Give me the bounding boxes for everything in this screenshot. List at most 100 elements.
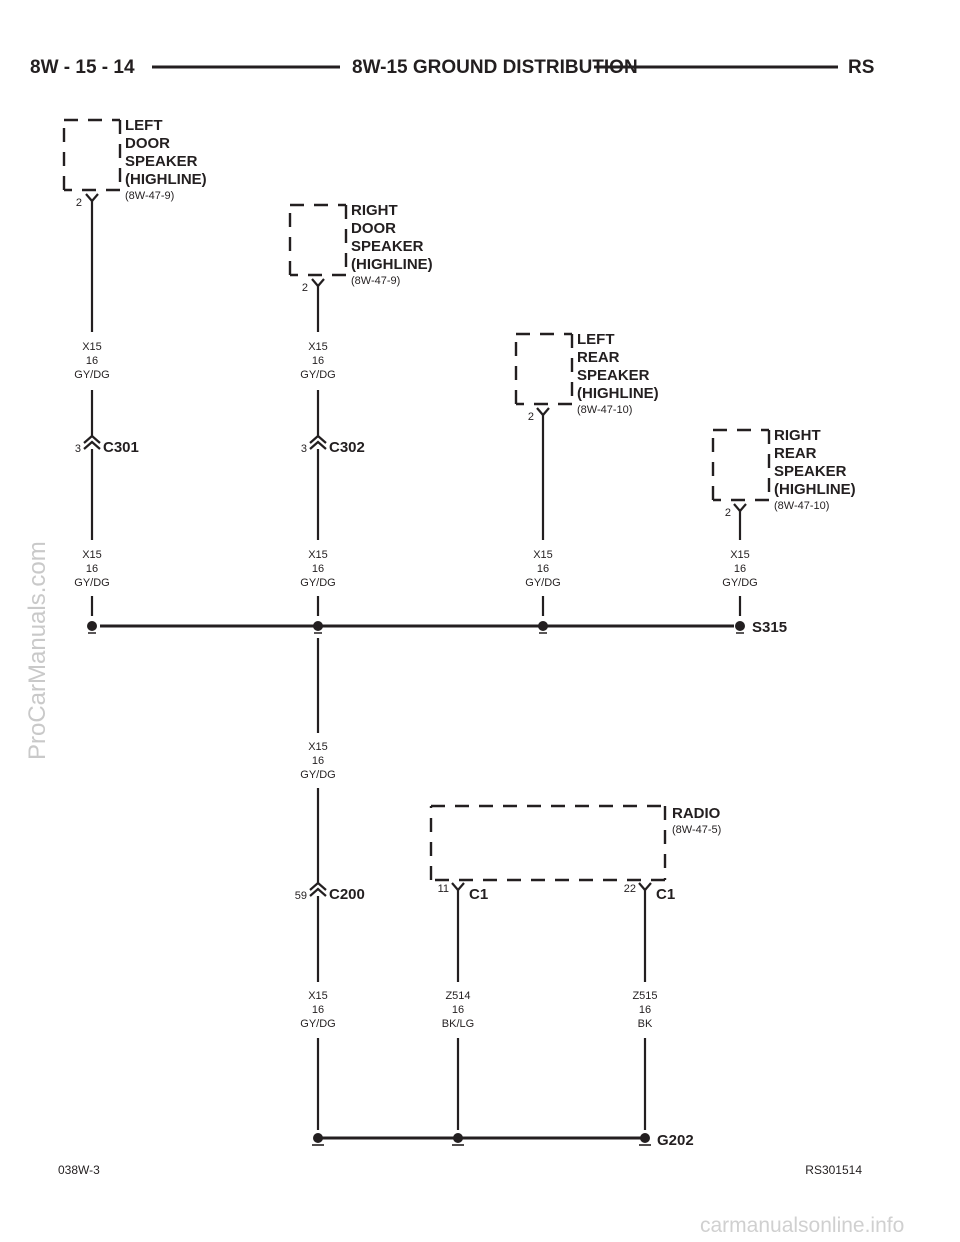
component-reference: (8W-47-10): [774, 500, 829, 512]
wire-gauge: 16: [312, 355, 324, 367]
connector-pin: 3: [75, 443, 81, 455]
pin-number: 2: [725, 507, 731, 519]
pin-number: 22: [624, 883, 636, 895]
wire-circuit: X15: [730, 549, 750, 561]
component-name-line: SPEAKER: [125, 153, 198, 170]
connector-name: C1: [656, 886, 675, 903]
wire-color: BK/LG: [442, 1018, 474, 1030]
component-name-line: SPEAKER: [577, 367, 650, 384]
component-outline: [711, 428, 771, 502]
wire-circuit: X15: [308, 341, 328, 353]
wire-color: GY/DG: [300, 1018, 335, 1030]
pin-number: 2: [528, 411, 534, 423]
connector-pin: 59: [295, 890, 307, 902]
wire-circuit: X15: [82, 549, 102, 561]
female-terminal-icon: [638, 882, 652, 892]
component-outline: [62, 118, 122, 192]
wire-color: GY/DG: [722, 577, 757, 589]
wire-color: GY/DG: [300, 369, 335, 381]
wire-circuit: Z515: [632, 990, 657, 1002]
female-terminal-icon: [311, 278, 325, 288]
wire-gauge: 16: [639, 1004, 651, 1016]
connector-name: C302: [329, 439, 365, 456]
connector-pin: 3: [301, 443, 307, 455]
component-name-line: (HIGHLINE): [351, 256, 433, 273]
connector-name: C301: [103, 439, 139, 456]
wire-color: GY/DG: [74, 369, 109, 381]
wire-circuit: X15: [308, 549, 328, 561]
pin-number: 2: [302, 282, 308, 294]
wire-gauge: 16: [312, 1004, 324, 1016]
bottom-watermark: carmanualsonline.info: [700, 1214, 904, 1237]
radio-ground-circuit-z514: Z514 16 BK/LG: [442, 890, 474, 1130]
component-name-line: DOOR: [125, 135, 170, 152]
wire-gauge: 16: [312, 563, 324, 575]
wire-circuit: X15: [82, 341, 102, 353]
wire-circuit: X15: [533, 549, 553, 561]
inline-connector-icon: [309, 881, 327, 897]
wire-gauge: 16: [86, 563, 98, 575]
radio-ground-circuit-z515: Z515 16 BK: [632, 890, 658, 1130]
radio: RADIO (8W-47-5) 11 C1 22 C1: [429, 804, 721, 903]
splice-name: S315: [752, 619, 787, 636]
wire-gauge: 16: [734, 563, 746, 575]
female-terminal-icon: [733, 503, 747, 513]
side-watermark: ProCarManuals.com: [24, 541, 51, 760]
ground-dot: [640, 1133, 650, 1143]
model-code: RS: [848, 57, 874, 78]
page-header: 8W - 15 - 14 8W-15 GROUND DISTRIBUTION R…: [30, 57, 874, 78]
left-door-speaker: LEFT DOOR SPEAKER (HIGHLINE) (8W-47-9) 2: [62, 117, 207, 209]
connector-name: C200: [329, 886, 365, 903]
splice-dot: [313, 621, 323, 631]
ground-name: G202: [657, 1132, 694, 1149]
component-outline: [288, 203, 348, 277]
wire-gauge: 16: [537, 563, 549, 575]
wire-circuit: X15: [308, 741, 328, 753]
component-reference: (8W-47-9): [351, 275, 400, 287]
connector-name: C1: [469, 886, 488, 903]
female-terminal-icon: [85, 193, 99, 203]
trunk-circuit: X15 16 GY/DG 59 C200 X15 16 GY/DG: [295, 638, 365, 1130]
wire-color: GY/DG: [74, 577, 109, 589]
component-name-line: REAR: [577, 349, 620, 366]
wire-gauge: 16: [312, 755, 324, 767]
component-name: RADIO: [672, 805, 721, 822]
wire-gauge: 16: [86, 355, 98, 367]
component-name-line: REAR: [774, 445, 817, 462]
component-outline: [429, 804, 667, 882]
component-outline: [514, 332, 574, 406]
wire-circuit: X15: [308, 990, 328, 1002]
wire-color: GY/DG: [300, 769, 335, 781]
component-name-line: RIGHT: [351, 202, 398, 219]
pin-number: 11: [438, 883, 449, 895]
splice-dot: [735, 621, 745, 631]
right-rear-speaker: RIGHT REAR SPEAKER (HIGHLINE) (8W-47-10)…: [711, 427, 856, 519]
left-door-circuit: X15 16 GY/DG 3 C301 X15 16 GY/DG: [74, 201, 139, 616]
right-door-speaker: RIGHT DOOR SPEAKER (HIGHLINE) (8W-47-9) …: [288, 202, 433, 294]
inline-connector-icon: [309, 434, 327, 450]
page-title: 8W-15 GROUND DISTRIBUTION: [352, 57, 638, 78]
female-terminal-icon: [536, 407, 550, 417]
component-name-line: DOOR: [351, 220, 396, 237]
component-name-line: SPEAKER: [774, 463, 847, 480]
inline-connector-icon: [83, 434, 101, 450]
wire-gauge: 16: [452, 1004, 464, 1016]
page-reference: 8W - 15 - 14: [30, 57, 135, 78]
left-rear-circuit: X15 16 GY/DG: [525, 415, 561, 616]
right-door-circuit: X15 16 GY/DG 3 C302 X15 16 GY/DG: [300, 286, 365, 616]
female-terminal-icon: [451, 882, 465, 892]
ground-dot: [313, 1133, 323, 1143]
component-name-line: LEFT: [577, 331, 615, 348]
component-reference: (8W-47-10): [577, 404, 632, 416]
component-reference: (8W-47-5): [672, 824, 721, 836]
footer-right-code: RS301514: [805, 1163, 862, 1177]
wire-color: GY/DG: [525, 577, 560, 589]
component-name-line: LEFT: [125, 117, 163, 134]
left-rear-speaker: LEFT REAR SPEAKER (HIGHLINE) (8W-47-10) …: [514, 331, 659, 423]
wire-color: BK: [638, 1018, 653, 1030]
splice-dot: [538, 621, 548, 631]
wire-circuit: Z514: [445, 990, 470, 1002]
ground-g202: G202: [312, 1132, 694, 1149]
pin-number: 2: [76, 197, 82, 209]
component-name-line: (HIGHLINE): [774, 481, 856, 498]
